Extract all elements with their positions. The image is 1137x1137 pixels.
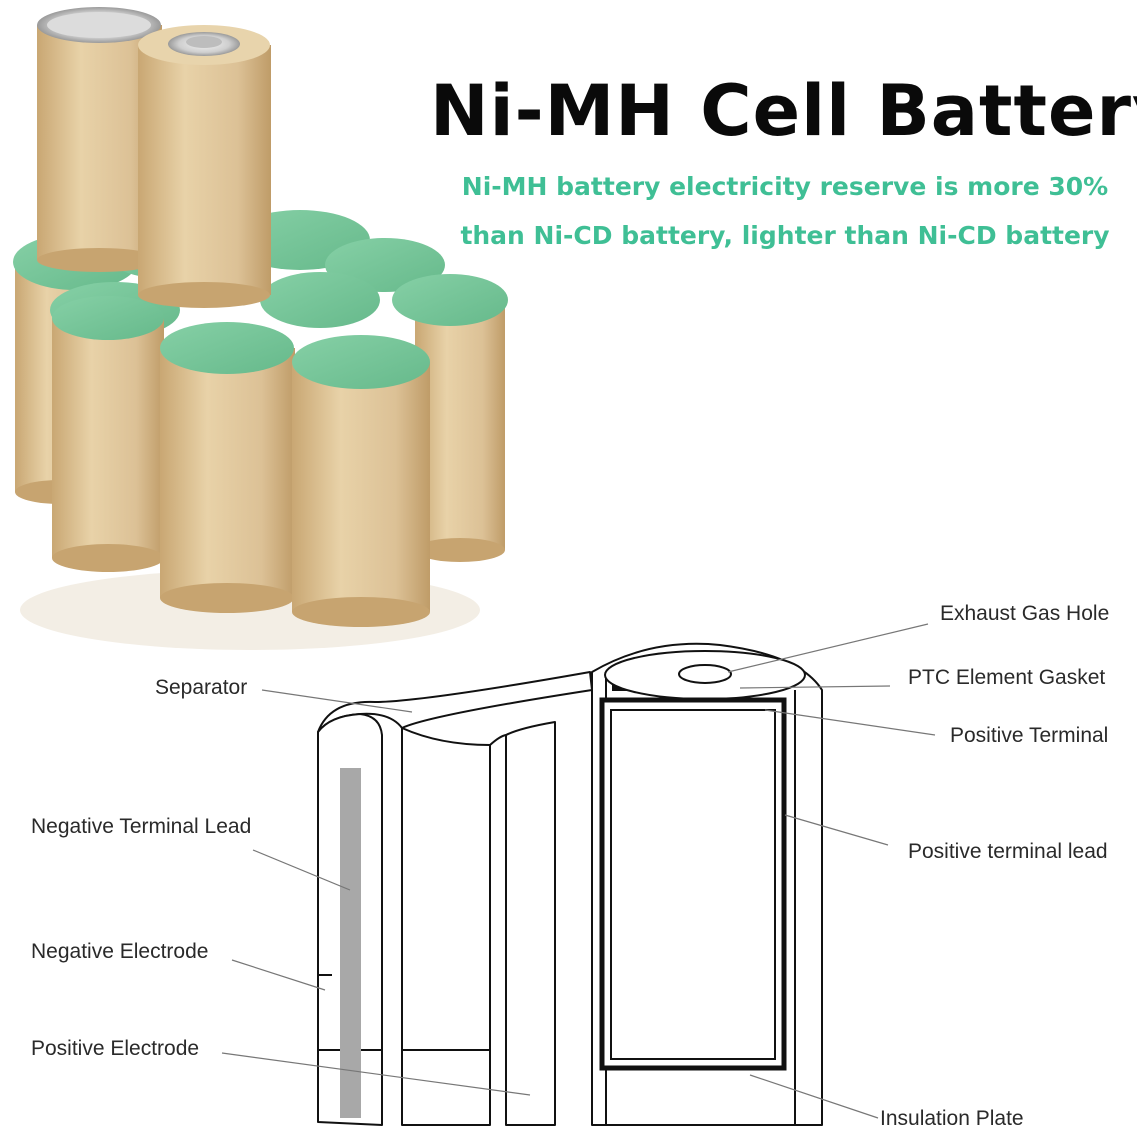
subtitle-line-1: Ni-MH battery electricity reserve is mor… [461,172,1109,201]
leader-separator [261,689,413,713]
cell-front-2 [160,322,295,613]
label-negative-terminal-lead: Negative Terminal Lead [31,815,252,838]
negative-terminal-lead-strip [340,768,361,1118]
leader-exhaust [727,623,929,673]
label-positive-terminal: Positive Terminal [950,724,1109,747]
leader-positive-electrode [221,1052,531,1096]
label-exhaust-gas-hole: Exhaust Gas Hole [940,602,1110,625]
leader-insulation [749,1074,879,1119]
leader-negative-electrode [231,959,326,991]
cell-front-3 [292,335,430,627]
leader-negative-lead [252,849,351,891]
cell-front-1 [52,296,164,572]
label-ptc-element-gasket: PTC Element Gasket [908,666,1106,689]
label-separator: Separator [155,676,248,699]
page-title: Ni-MH Cell Battery [430,70,1137,152]
exhaust-gas-hole [678,664,732,684]
label-negative-electrode: Negative Electrode [31,940,209,963]
separator-panel [401,727,491,1126]
cell-top-front [138,25,271,308]
leader-ptc [739,685,891,689]
label-insulation-plate: Insulation Plate [880,1107,1024,1130]
leader-positive-terminal [764,709,936,736]
leader-positive-lead [784,814,889,846]
subtitle-line-2: than Ni-CD battery, lighter than Ni-CD b… [460,221,1110,250]
positive-electrode-panel [505,721,556,1126]
label-positive-electrode: Positive Electrode [31,1037,200,1060]
label-positive-terminal-lead: Positive terminal lead [908,840,1108,863]
